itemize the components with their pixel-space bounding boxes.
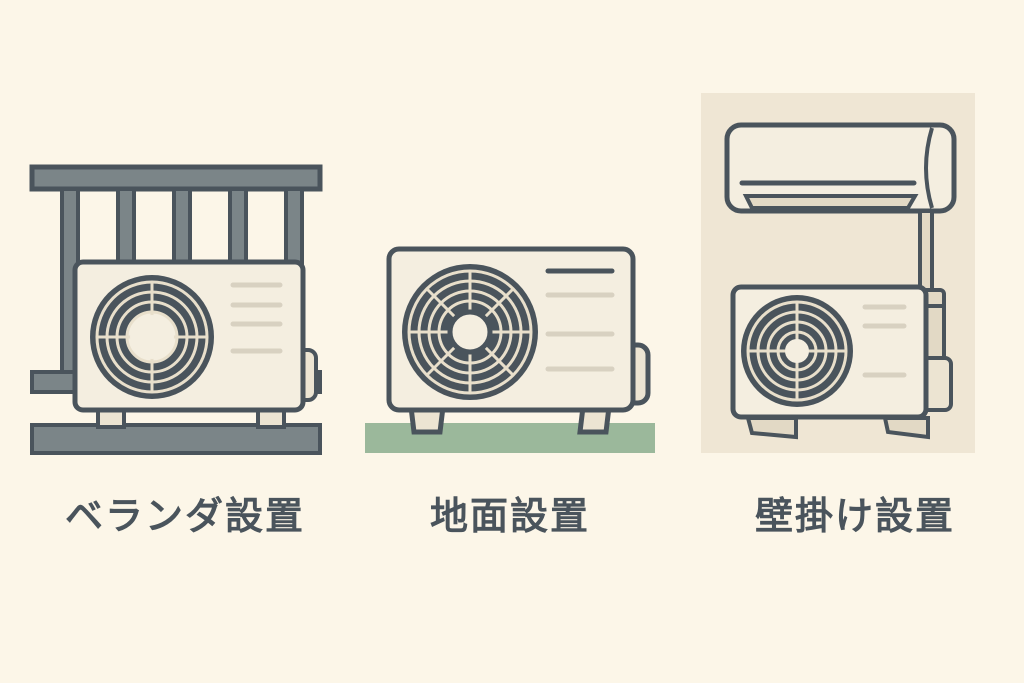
label-veranda: ベランダ設置 [64, 494, 305, 538]
label-ground: 地面設置 [429, 494, 590, 538]
panel-ground: 地面設置 [340, 0, 680, 560]
panel-veranda: ベランダ設置 [0, 0, 340, 560]
balcony-outdoor-unit-icon [29, 164, 323, 455]
panel-wall: 壁掛け設置 [680, 0, 1024, 560]
wall-mounted-unit-icon [701, 93, 975, 453]
ground-outdoor-unit-icon [365, 246, 655, 453]
label-wall: 壁掛け設置 [754, 494, 955, 538]
